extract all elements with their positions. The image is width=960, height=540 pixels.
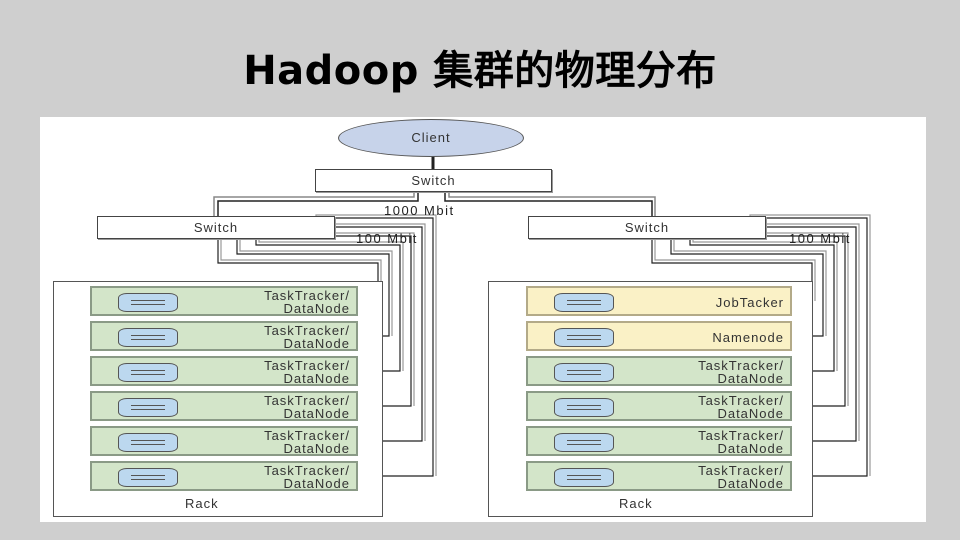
node-label: JobTacker [716,296,784,309]
left-worker-node: TaskTracker/DataNode [90,356,358,386]
right-worker-node: TaskTracker/DataNode [526,461,792,491]
top-switch: Switch [315,169,552,192]
disk-icon [554,363,614,382]
node-label-line2: DataNode [717,441,784,456]
node-label: TaskTracker/DataNode [264,464,350,490]
right-speed-label: 100 Mbit [789,231,851,246]
node-label-line1: JobTacker [715,295,784,310]
left-rack-label: Rack [185,496,219,511]
disk-icon [118,293,178,312]
node-label-line1: TaskTracker/ [698,463,784,478]
disk-icon [554,328,614,347]
disk-icon [118,398,178,417]
disk-icon [118,433,178,452]
left-worker-node: TaskTracker/DataNode [90,461,358,491]
node-label: TaskTracker/DataNode [264,394,350,420]
right-worker-node: TaskTracker/DataNode [526,356,792,386]
node-label-line1: TaskTracker/ [264,463,350,478]
node-label: TaskTracker/DataNode [264,429,350,455]
node-label-line1: TaskTracker/ [698,393,784,408]
right-rack-label: Rack [619,496,653,511]
node-label: TaskTracker/DataNode [698,464,784,490]
node-label-line2: DataNode [283,371,350,386]
disk-icon [118,468,178,487]
node-label-line2: DataNode [717,371,784,386]
node-label-line1: TaskTracker/ [264,323,350,338]
node-label-line2: DataNode [283,406,350,421]
node-label-line2: DataNode [283,336,350,351]
node-label-line1: TaskTracker/ [698,428,784,443]
disk-icon [554,433,614,452]
node-label: TaskTracker/DataNode [264,289,350,315]
disk-icon [554,398,614,417]
node-label: Namenode [712,331,784,344]
client-node: Client [338,119,524,157]
disk-icon [118,363,178,382]
slide-title: Hadoop 集群的物理分布 [243,48,717,94]
disk-icon [554,468,614,487]
right-worker-node: TaskTracker/DataNode [526,391,792,421]
node-label-line2: DataNode [283,301,350,316]
disk-icon [118,328,178,347]
right-switch: Switch [528,216,766,239]
node-label: TaskTracker/DataNode [264,359,350,385]
node-label-line1: Namenode [712,330,784,345]
right-worker-node: TaskTracker/DataNode [526,426,792,456]
left-speed-label: 100 Mbit [356,231,418,246]
left-worker-node: TaskTracker/DataNode [90,426,358,456]
node-label: TaskTracker/DataNode [698,394,784,420]
node-label-line1: TaskTracker/ [264,393,350,408]
node-label-line2: DataNode [717,406,784,421]
node-label: TaskTracker/DataNode [264,324,350,350]
node-label-line1: TaskTracker/ [264,428,350,443]
node-label: TaskTracker/DataNode [698,429,784,455]
left-worker-node: TaskTracker/DataNode [90,286,358,316]
node-label-line1: TaskTracker/ [264,358,350,373]
node-label: TaskTracker/DataNode [698,359,784,385]
backbone-speed-label: 1000 Mbit [384,203,455,218]
left-worker-node: TaskTracker/DataNode [90,391,358,421]
node-label-line1: TaskTracker/ [264,288,350,303]
right-master-node: Namenode [526,321,792,351]
node-label-line1: TaskTracker/ [698,358,784,373]
disk-icon [554,293,614,312]
node-label-line2: DataNode [283,476,350,491]
node-label-line2: DataNode [717,476,784,491]
node-label-line2: DataNode [283,441,350,456]
left-worker-node: TaskTracker/DataNode [90,321,358,351]
right-master-node: JobTacker [526,286,792,316]
left-switch: Switch [97,216,335,239]
